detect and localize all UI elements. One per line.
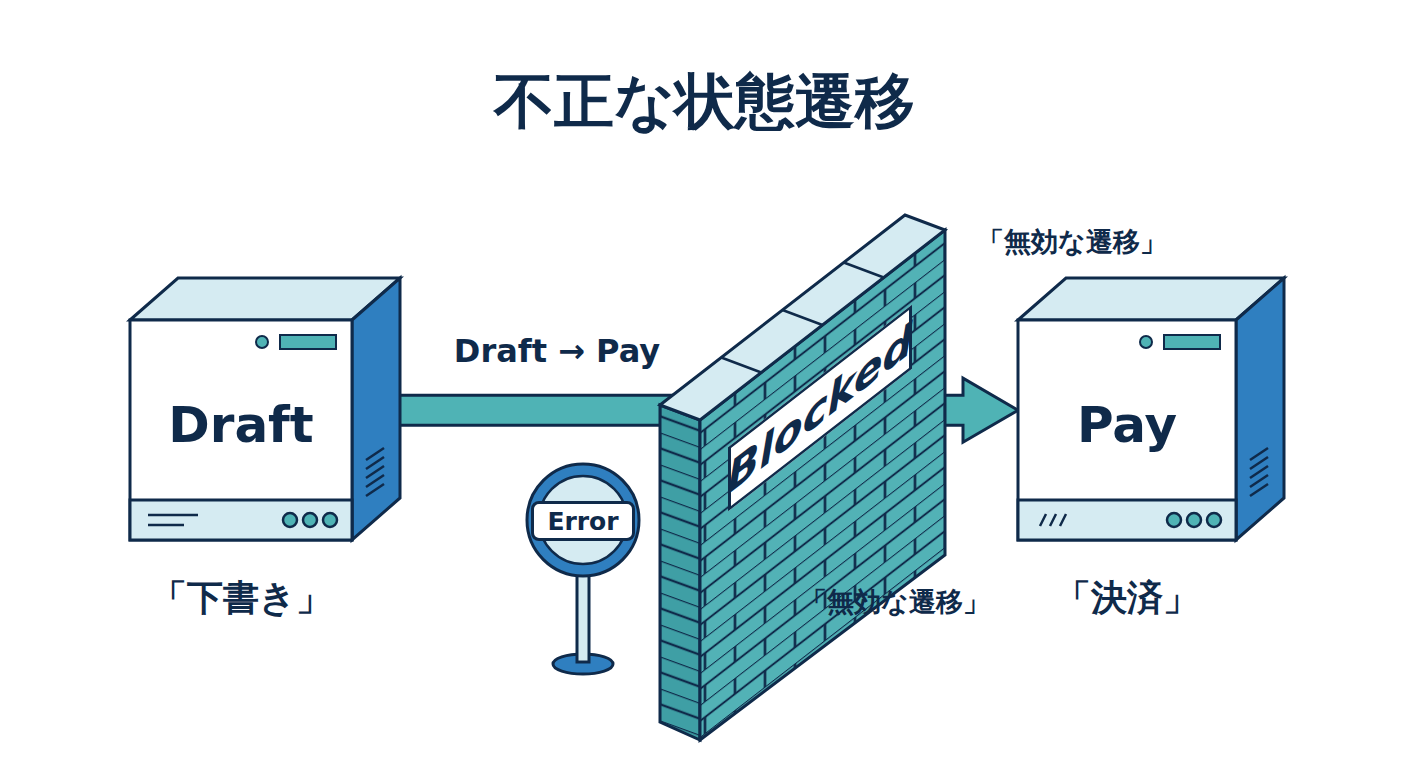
state-name: Draft bbox=[130, 365, 352, 485]
box-side-face bbox=[1236, 278, 1284, 540]
button-dot bbox=[303, 513, 317, 527]
state-caption: 「下書き」 bbox=[70, 574, 412, 623]
box-front-face bbox=[130, 320, 352, 540]
box-bottom-band bbox=[130, 500, 352, 540]
edge-label: Draft → Pay bbox=[397, 332, 717, 370]
server-box: Draft「下書き」 bbox=[130, 320, 352, 540]
box-side-face bbox=[352, 278, 400, 540]
vent-lines bbox=[148, 515, 198, 525]
status-bar bbox=[280, 335, 336, 349]
invalid-note: 「無効な遷移」 bbox=[942, 222, 1202, 262]
button-dot bbox=[1167, 513, 1181, 527]
side-vent bbox=[366, 484, 384, 496]
server-box: Pay「決済」 bbox=[1018, 320, 1236, 540]
wall-front-face bbox=[700, 230, 945, 740]
status-led bbox=[256, 336, 268, 348]
error-plate: Error bbox=[531, 501, 635, 541]
wall-side-face bbox=[660, 405, 700, 740]
diagram-title: 不正な状態遷移 bbox=[0, 62, 1408, 143]
button-dot bbox=[1207, 513, 1221, 527]
invalid-note: 「無効な遷移」 bbox=[765, 582, 1025, 622]
status-bar bbox=[1164, 335, 1220, 349]
sign-base bbox=[553, 654, 613, 674]
box-front-face bbox=[1018, 320, 1236, 540]
side-vent bbox=[1250, 484, 1268, 496]
transition-arrow bbox=[352, 378, 1018, 442]
state-name: Pay bbox=[1018, 365, 1236, 485]
box-bottom-band bbox=[1018, 500, 1236, 540]
sign-disc bbox=[527, 464, 639, 576]
status-led bbox=[1140, 336, 1152, 348]
vent-slashes bbox=[1040, 514, 1066, 526]
state-caption: 「決済」 bbox=[958, 574, 1296, 623]
button-dot bbox=[323, 513, 337, 527]
button-dot bbox=[283, 513, 297, 527]
sign-pole bbox=[577, 570, 589, 662]
button-dot bbox=[1187, 513, 1201, 527]
